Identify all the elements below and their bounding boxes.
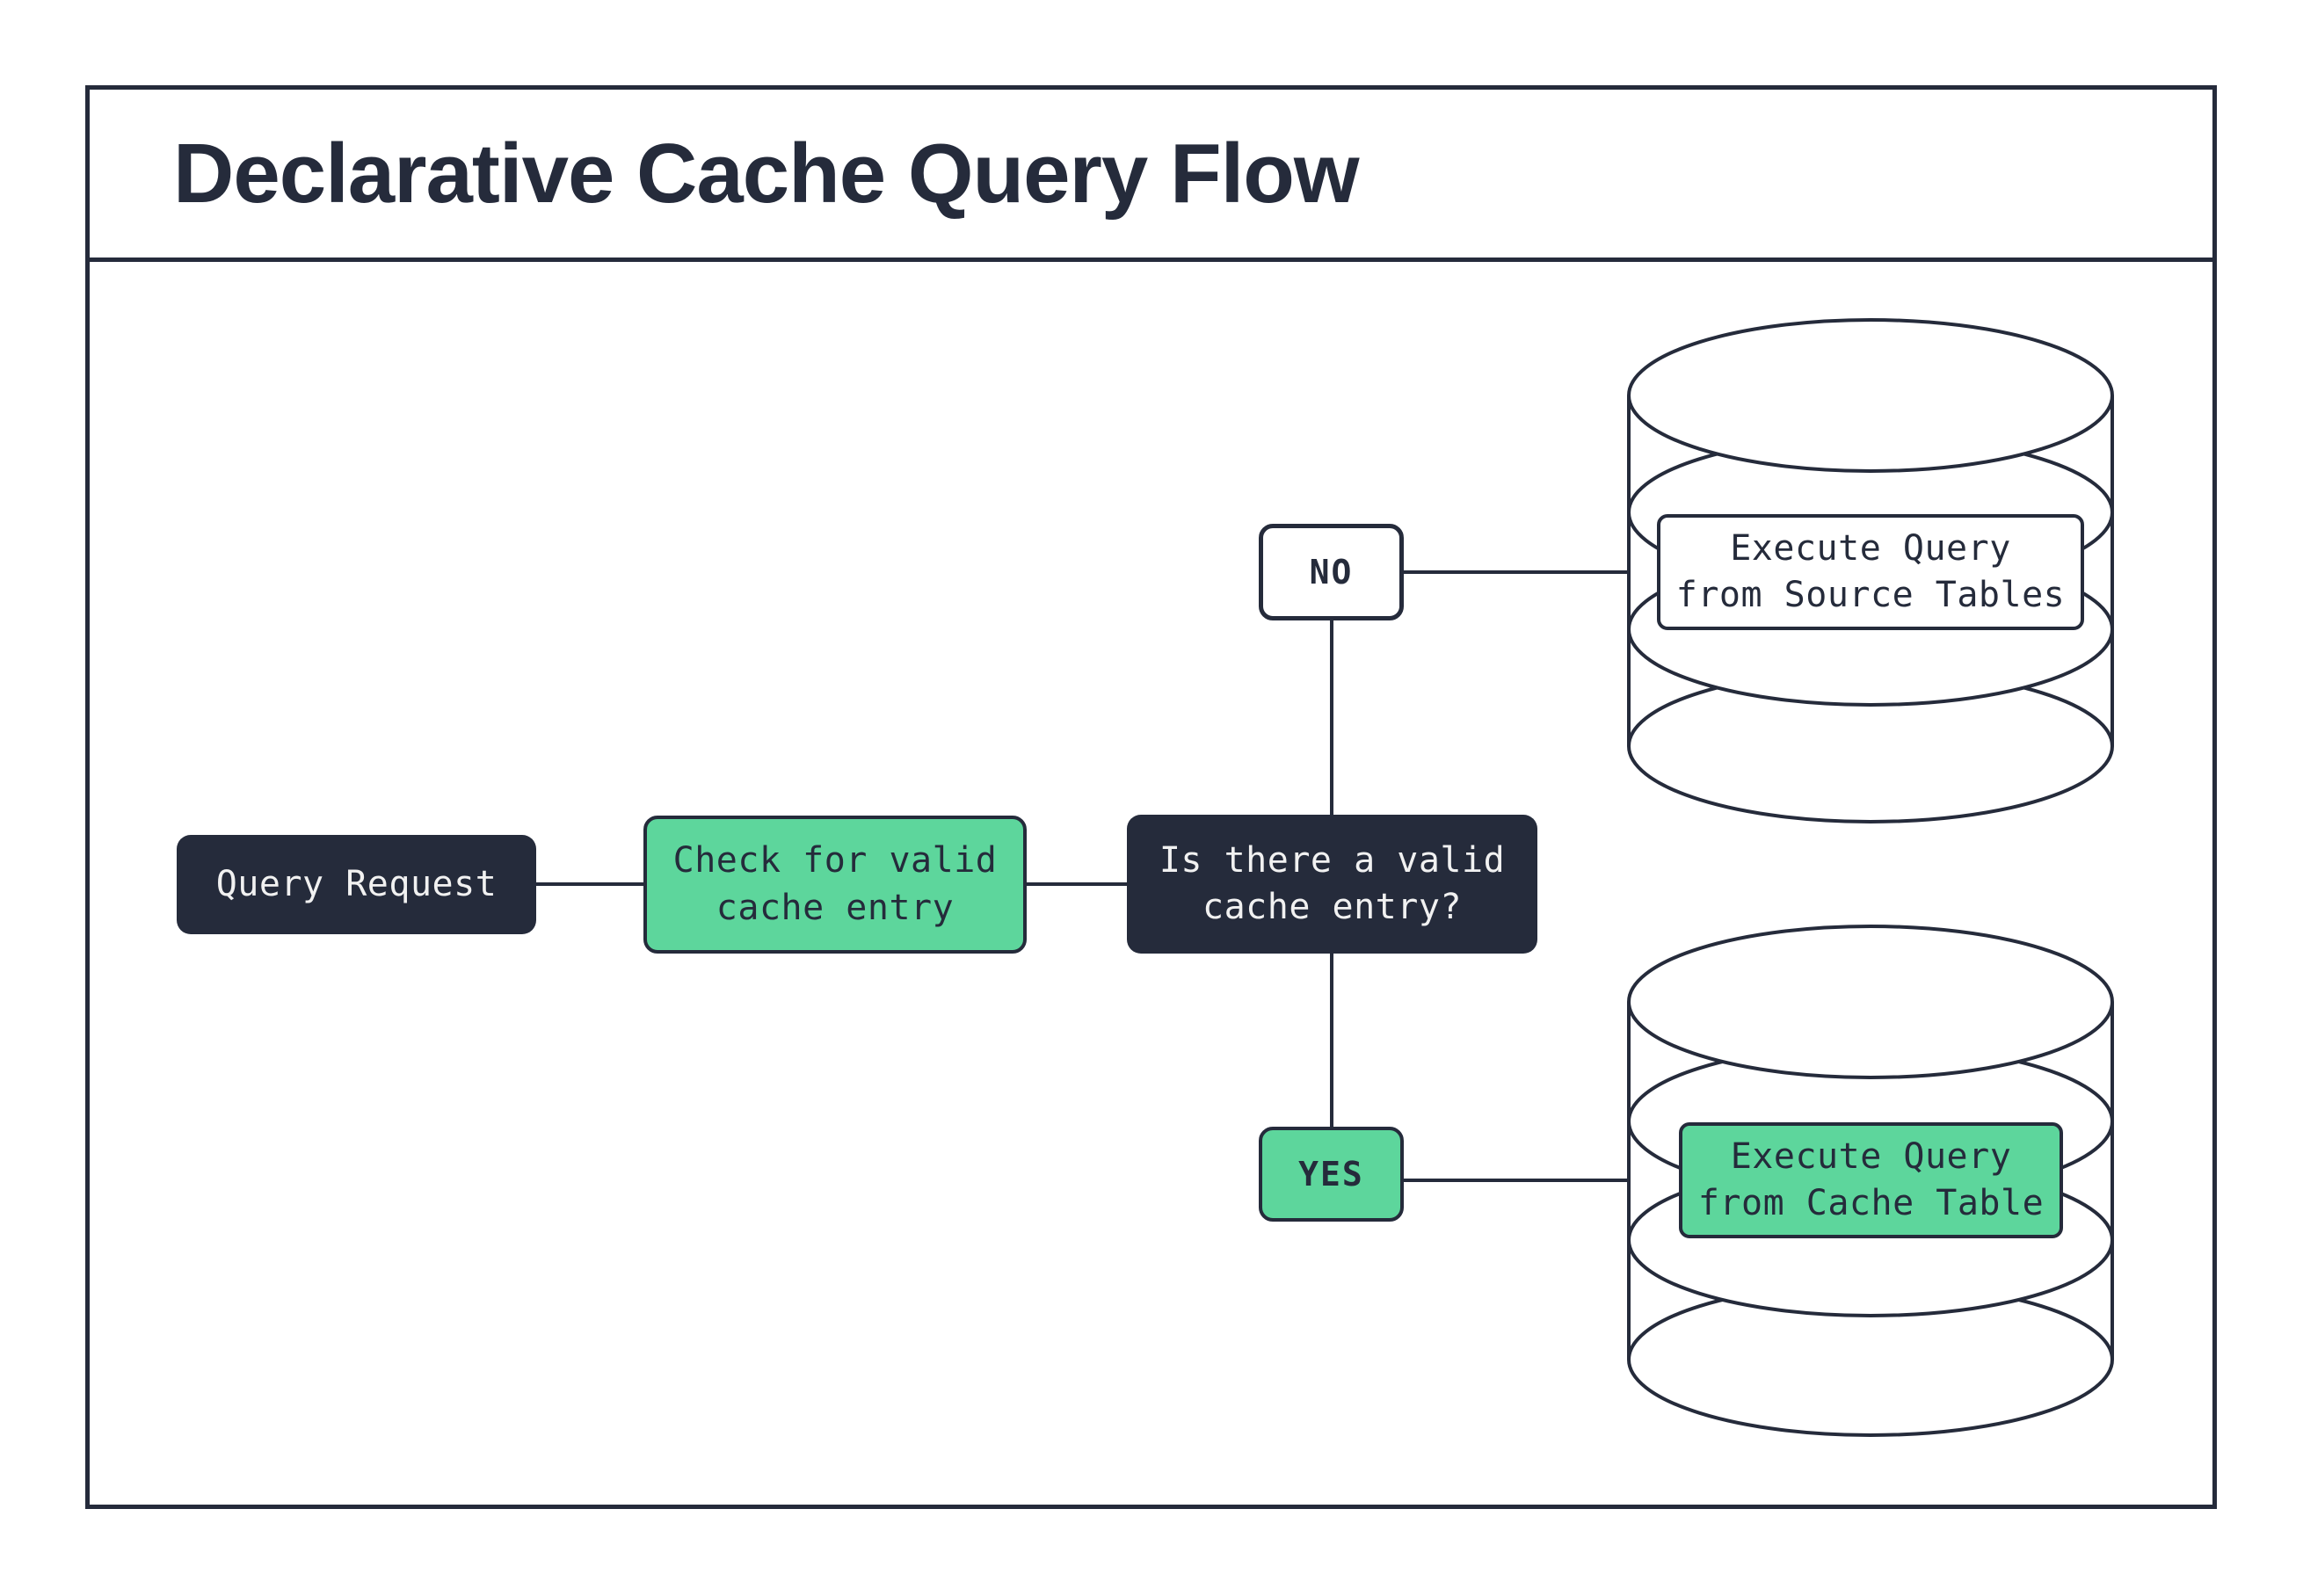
- node-check-cache: Check for valid cache entry: [643, 816, 1027, 954]
- node-execute-query-source-label: Execute Query from Source Tables: [1675, 527, 2066, 615]
- node-query-request: Query Request: [177, 835, 536, 934]
- flow-connectors: [536, 570, 1629, 1182]
- node-no-branch: NO: [1259, 524, 1404, 620]
- diagram-title: Declarative Cache Query Flow: [173, 126, 1360, 221]
- node-execute-query-source: Execute Query from Source Tables: [1657, 514, 2084, 630]
- node-yes-branch: YES: [1259, 1127, 1404, 1222]
- title-bar: Declarative Cache Query Flow: [90, 90, 2212, 262]
- node-no-branch-label: NO: [1309, 552, 1354, 591]
- node-decision: Is there a valid cache entry?: [1127, 815, 1537, 954]
- node-yes-branch-label: YES: [1298, 1154, 1364, 1193]
- node-execute-query-cache-label: Execute Query from Cache Table: [1697, 1135, 2045, 1223]
- node-query-request-label: Query Request: [215, 863, 498, 904]
- node-execute-query-cache: Execute Query from Cache Table: [1679, 1122, 2063, 1238]
- node-check-cache-label: Check for valid cache entry: [672, 840, 998, 928]
- node-decision-label: Is there a valid cache entry?: [1159, 839, 1506, 927]
